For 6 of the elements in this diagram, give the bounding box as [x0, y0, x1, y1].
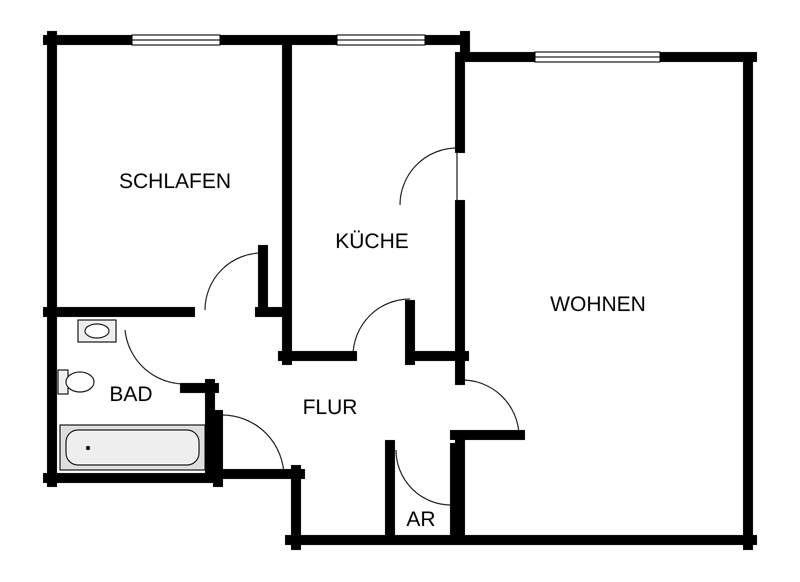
room-label: AR: [406, 508, 436, 532]
room-label: WOHNEN: [550, 293, 646, 317]
room-label: KÜCHE: [335, 230, 409, 254]
room-label: FLUR: [302, 396, 358, 420]
room-label: SCHLAFEN: [118, 170, 232, 194]
room-label: BAD: [109, 383, 153, 407]
